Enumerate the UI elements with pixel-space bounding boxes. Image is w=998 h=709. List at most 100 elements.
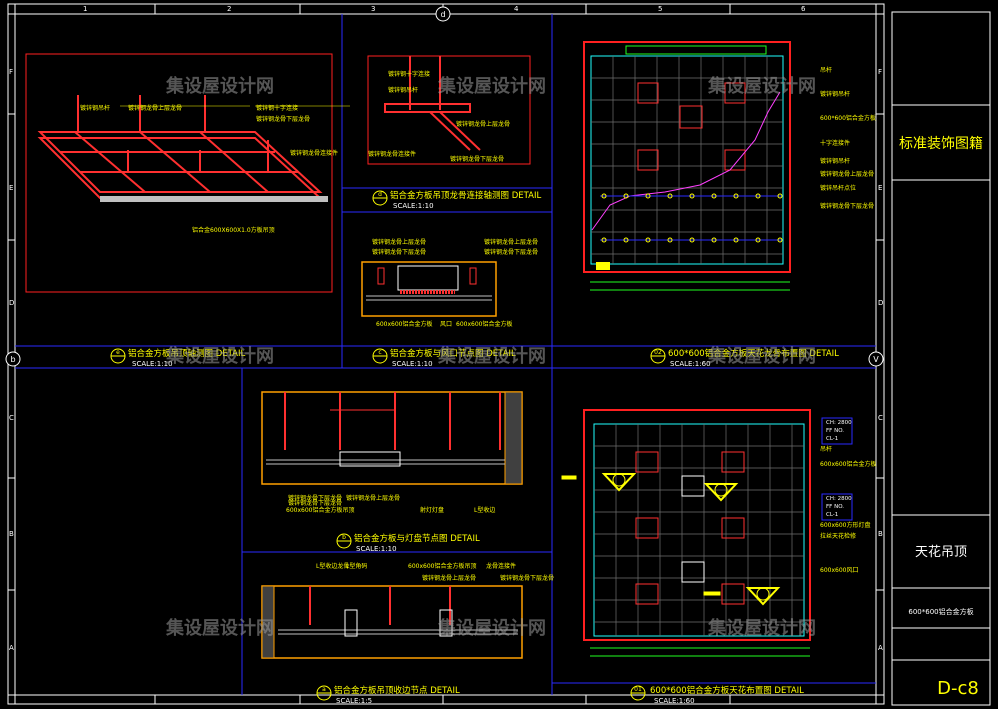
watermark-6: 集设屋设计网 xyxy=(707,345,816,367)
edge-label-4: 龙骨连接件 xyxy=(486,562,516,570)
axo-label-2: 镀锌钢龙骨上层龙骨 xyxy=(128,104,182,112)
watermark-7: 集设屋设计网 xyxy=(165,617,274,639)
detail-title-c: c 铝合金方板与风口节点图 DETAIL SCALE:1:10 xyxy=(372,348,516,368)
vent-label-3: 镀锌钢龙骨上层龙骨 xyxy=(484,238,538,246)
lamp-label-6: L型收边 xyxy=(474,506,495,514)
watermark-4: 集设屋设计网 xyxy=(165,345,274,367)
plan02-label-7: 镀锌吊杆点位 xyxy=(820,184,856,192)
lamp-label-2: 镀锌钢龙骨上层龙骨 xyxy=(346,494,400,502)
row-B: B xyxy=(9,530,14,538)
plan01-cl-2: CL-1 xyxy=(826,512,838,518)
vent-label-5: 600x600铝合金方板 xyxy=(376,320,432,328)
title-01: 600*600铝合金方板天花布置图 DETAIL xyxy=(650,685,804,696)
title-c: 铝合金方板与风口节点图 DETAIL xyxy=(390,348,516,359)
title-e: 铝合金方板吊顶轴测图 DETAIL xyxy=(128,348,245,359)
title-block-frame xyxy=(891,11,991,706)
col-6: 6 xyxy=(801,5,806,13)
ref-b-text: b xyxy=(10,355,15,364)
title-a: 铝合金方板吊顶收边节点 DETAIL xyxy=(334,685,460,696)
conn-label-4: 镀锌钢龙骨连接件 xyxy=(368,150,416,158)
edge-label-5: 镀锌钢龙骨上层龙骨 xyxy=(422,574,476,582)
row-F: F xyxy=(9,68,13,76)
row-F-right: F xyxy=(878,68,882,76)
axo-label-5: 镀锌钢龙骨连接件 xyxy=(290,149,338,157)
detail-title-02: 02 600*600铝合金方板天花龙骨布置图 DETAIL SCALE:1:60 xyxy=(650,348,839,368)
plan01-label-4: 拉丝天花检修 xyxy=(820,532,856,540)
axo-label-1: 镀锌钢吊杆 xyxy=(80,104,110,112)
ref-v-text: V xyxy=(873,355,879,364)
title-02: 600*600铝合金方板天花龙骨布置图 DETAIL xyxy=(668,348,839,359)
edge-label-1: L型收边龙骨 xyxy=(316,562,349,570)
col-3: 3 xyxy=(371,5,375,13)
plan01-ff-2: FF NO. xyxy=(826,504,844,510)
axo-label-3: 镀锌钢十字连接 xyxy=(256,104,298,112)
plan02-label-6: 镀锌钢龙骨上层龙骨 xyxy=(820,170,874,178)
scale-02: SCALE:1:60 xyxy=(670,360,711,368)
plan01-label-1: 吊杆 xyxy=(820,445,832,453)
plan01-label-3: 600x600方形灯盘 xyxy=(820,521,870,529)
sheet-title: 天花吊顶 xyxy=(915,544,967,560)
plan02-label-3: 600*600铝合金方板 xyxy=(820,114,876,122)
row-C: C xyxy=(9,414,14,422)
plan02-label-2: 镀锌钢吊杆 xyxy=(820,90,850,98)
scale-d: SCALE:1:10 xyxy=(393,202,434,210)
ref-bubble-d xyxy=(435,6,451,22)
marker-02: 02 xyxy=(654,349,662,356)
detail-title-d: d 铝合金方板吊顶龙骨连接轴测图 DETAIL SCALE:1:10 xyxy=(372,190,541,210)
vent-label-2: 镀锌钢龙骨下层龙骨 xyxy=(372,248,426,256)
col-5: 5 xyxy=(658,5,662,13)
edge-label-6: 镀锌钢龙骨下层龙骨 xyxy=(500,574,554,582)
scale-c: SCALE:1:10 xyxy=(392,360,433,368)
col-2: 2 xyxy=(227,5,231,13)
ref-bubble-b xyxy=(5,351,21,367)
row-A-right: A xyxy=(878,644,883,652)
axo-label-6: 铝合金600X600X1.0方板吊顶 xyxy=(192,226,275,234)
ref-d-text: d xyxy=(440,10,445,19)
lamp-label-5: 射灯灯盘 xyxy=(420,506,444,514)
marker-b: b xyxy=(342,534,346,541)
scale-a: SCALE:1:5 xyxy=(336,697,372,705)
lamp-label-3: 镀锌钢龙骨下层龙骨 xyxy=(288,499,342,507)
title-d: 铝合金方板吊顶龙骨连接轴测图 DETAIL xyxy=(390,190,541,201)
watermark-9: 集设屋设计网 xyxy=(707,617,816,639)
ref-bubble-v xyxy=(868,351,884,367)
row-E: E xyxy=(9,184,13,192)
row-D-right: D xyxy=(878,299,883,307)
plan02-label-8: 镀锌钢龙骨下层龙骨 xyxy=(820,202,874,210)
plan01-ch-1: CH: 2800 xyxy=(826,420,852,426)
marker-01: 01 xyxy=(634,686,642,693)
sheet-number: D-c8 xyxy=(937,678,979,699)
plan01-label-5: 600x600风口 xyxy=(820,567,858,574)
watermark-5: 集设屋设计网 xyxy=(437,345,546,367)
watermark-1: 集设屋设计网 xyxy=(165,75,274,97)
plan01-label-2: 600x600铝合金方板 xyxy=(820,460,876,468)
conn-label-3: 镀锌钢龙骨上层龙骨 xyxy=(456,120,510,128)
vent-label-6: 风口 xyxy=(440,321,452,328)
detail-title-01: 01 600*600铝合金方板天花布置图 DETAIL SCALE:1:60 xyxy=(630,685,804,705)
sheet-sub: 600*600铝合金方板 xyxy=(908,607,973,616)
lamp-label-1: 镀锌钢龙骨下层龙骨 xyxy=(288,494,342,502)
detail-title-a: a 铝合金方板吊顶收边节点 DETAIL SCALE:1:5 xyxy=(316,685,460,705)
std-label: 标准装饰图籍 xyxy=(899,135,983,152)
row-C-right: C xyxy=(878,414,883,422)
lamp-label-4: 600x600铝合金方板吊顶 xyxy=(286,506,354,514)
watermark-2: 集设屋设计网 xyxy=(437,75,546,97)
marker-c: c xyxy=(378,349,381,356)
plan02-label-1: 吊杆 xyxy=(820,66,832,74)
plan01-ch-2: CH: 2800 xyxy=(826,496,852,502)
detail-title-b: b 铝合金方板与灯盘节点图 DETAIL SCALE:1:10 xyxy=(336,533,480,553)
detail-title-e: e 铝合金方板吊顶轴测图 DETAIL SCALE:1:10 xyxy=(110,348,245,368)
vent-label-1: 镀锌钢龙骨上层龙骨 xyxy=(372,238,426,246)
vent-label-7: 600x600铝合金方板 xyxy=(456,320,512,328)
conn-label-5: 镀锌钢龙骨下层龙骨 xyxy=(450,155,504,163)
watermark-8: 集设屋设计网 xyxy=(437,617,546,639)
plan02-label-4: 十字连接件 xyxy=(820,139,850,147)
plan01-cl-1: CL-1 xyxy=(826,436,838,442)
col-1: 1 xyxy=(83,5,87,13)
row-E-right: E xyxy=(878,184,882,192)
axo-label-4: 镀锌钢龙骨下层龙骨 xyxy=(256,115,310,123)
plan01-ff-1: FF NO. xyxy=(826,428,844,434)
row-A: A xyxy=(9,644,14,652)
scale-b: SCALE:1:10 xyxy=(356,545,397,553)
